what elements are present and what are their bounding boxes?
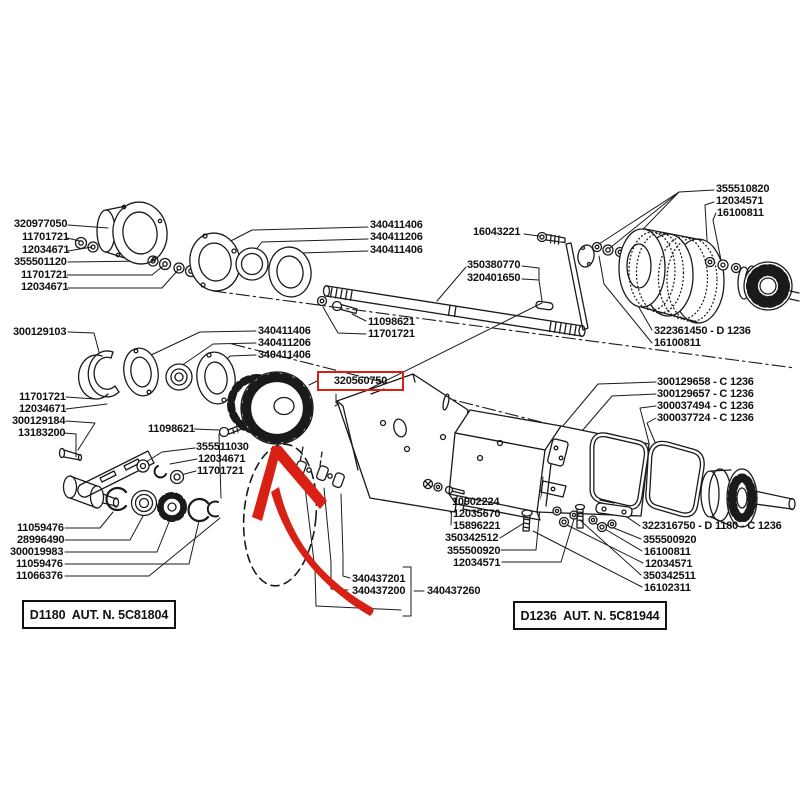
pulley	[700, 468, 796, 528]
part-label-340437201: 340437201	[352, 573, 406, 585]
part-label-16100811: 16100811	[654, 337, 701, 349]
chassis-panel	[336, 373, 469, 513]
clutch-drum	[618, 228, 725, 324]
part-label-340411406: 340411406	[258, 349, 311, 361]
flange-a	[123, 347, 159, 397]
part-label-355511030: 355511030	[196, 441, 249, 453]
part-label-322316750-d1180-c1236: 322316750 - D 1180 - C 1236	[642, 520, 782, 532]
part-label-340437200: 340437200	[352, 585, 406, 597]
part-label-16043221: 16043221	[473, 226, 521, 238]
part-label-12034671: 12034671	[21, 281, 69, 293]
sprocket-small	[157, 492, 187, 522]
part-label-300037494-c1236: 300037494 - C 1236	[657, 400, 754, 412]
cap-assembly	[96, 201, 168, 265]
circlip-1	[105, 486, 128, 512]
part-label-11701721: 11701721	[19, 391, 66, 403]
retainer-clip	[206, 500, 219, 518]
part-label-11701721: 11701721	[21, 269, 68, 281]
part-label-322361450-d1236: 322361450 - D 1236	[654, 325, 751, 337]
part-label-340411406: 340411406	[370, 219, 423, 231]
red-arrow-chevron	[252, 446, 327, 521]
part-label-16100811: 16100811	[644, 546, 691, 558]
part-label-12034671: 12034671	[198, 453, 246, 465]
part-label-355500920: 355500920	[643, 534, 697, 546]
part-label-320401650: 320401650	[467, 272, 521, 284]
red-annotations	[252, 446, 374, 616]
part-label-12034571: 12034571	[716, 195, 764, 207]
part-label-15896221: 15896221	[453, 520, 501, 532]
part-label-300037724-c1236: 300037724 - C 1236	[657, 412, 754, 424]
part-label-320977050: 320977050	[14, 218, 68, 230]
part-label-11701721: 11701721	[22, 231, 69, 243]
ring-set-top	[189, 232, 312, 298]
wire-frame	[645, 440, 705, 518]
part-label-11701721: 11701721	[368, 328, 415, 340]
part-label-300129657-c1236: 300129657 - C 1236	[657, 388, 754, 400]
part-label-28996490: 28996490	[17, 534, 65, 546]
part-label-340411406: 340411406	[370, 244, 423, 256]
part-label-11098621: 11098621	[148, 423, 195, 435]
part-label-11701721: 11701721	[197, 465, 244, 477]
washer-set-mid	[136, 459, 185, 485]
part-label-12034671: 12034671	[19, 403, 67, 415]
part-label-11059476: 11059476	[16, 558, 63, 570]
caption-box-d1180: D1180 AUT. N. 5C81804	[22, 600, 176, 629]
part-label-300129184: 300129184	[12, 415, 66, 427]
part-label-12034571: 12034571	[453, 557, 501, 569]
part-label-12035670: 12035670	[453, 508, 501, 520]
sprocket-double	[227, 371, 314, 445]
part-label-355510820: 355510820	[716, 183, 770, 195]
part-label-12034671: 12034671	[22, 244, 70, 256]
part-label-300019983: 300019983	[10, 546, 64, 558]
washer-row-drum	[704, 256, 742, 274]
part-label-11066376: 11066376	[16, 570, 63, 582]
hinge-bracket	[595, 499, 633, 518]
washer-row-top-right	[591, 241, 626, 258]
bolt-top	[536, 231, 566, 245]
part-label-350380770: 350380770	[467, 259, 521, 271]
hub-bearing	[165, 363, 193, 391]
part-label-16102311: 16102311	[644, 582, 691, 594]
part-label-11059476: 11059476	[17, 522, 64, 534]
clamp-halves	[77, 350, 120, 400]
part-label-340411206: 340411206	[370, 231, 423, 243]
shaft-key	[535, 300, 554, 311]
part-label-12034571: 12034571	[645, 558, 693, 570]
gasket-frame	[589, 432, 649, 510]
part-label-340411206: 340411206	[258, 337, 311, 349]
frame-strip	[565, 242, 595, 331]
highlight-box: 320560750	[317, 371, 404, 391]
part-label-11098621: 11098621	[368, 316, 415, 328]
support-arm	[62, 450, 155, 509]
part-label-16100811: 16100811	[717, 207, 764, 219]
part-label-355501120: 355501120	[14, 256, 67, 268]
pivot-pin	[58, 447, 83, 462]
part-label-300129658-c1236: 300129658 - C 1236	[657, 376, 754, 388]
shaft-bolt	[316, 295, 358, 315]
part-label-10902224: 10902224	[452, 496, 500, 508]
arm-bolt	[218, 423, 245, 438]
part-label-350342512: 350342512	[445, 532, 499, 544]
chain-links	[294, 446, 345, 489]
splined-coupling	[737, 261, 800, 311]
part-label-350342511: 350342511	[643, 570, 696, 582]
chain	[242, 443, 318, 587]
part-label-300129103: 300129103	[13, 326, 67, 338]
caption-box-d1236: D1236 AUT. N. 5C81944	[513, 601, 667, 630]
part-label-13183200: 13183200	[18, 427, 66, 439]
bearing-small	[130, 489, 158, 517]
circlip-2	[187, 497, 210, 523]
part-label-340411406: 340411406	[258, 325, 311, 337]
part-label-355500920: 355500920	[447, 545, 501, 557]
hardware-bottom	[422, 478, 617, 533]
highlighted-part-label: 320560750	[333, 374, 388, 387]
red-arrow-swoosh	[271, 487, 374, 616]
flange-b	[196, 351, 236, 405]
part-label-340437260: 340437260	[427, 585, 481, 597]
